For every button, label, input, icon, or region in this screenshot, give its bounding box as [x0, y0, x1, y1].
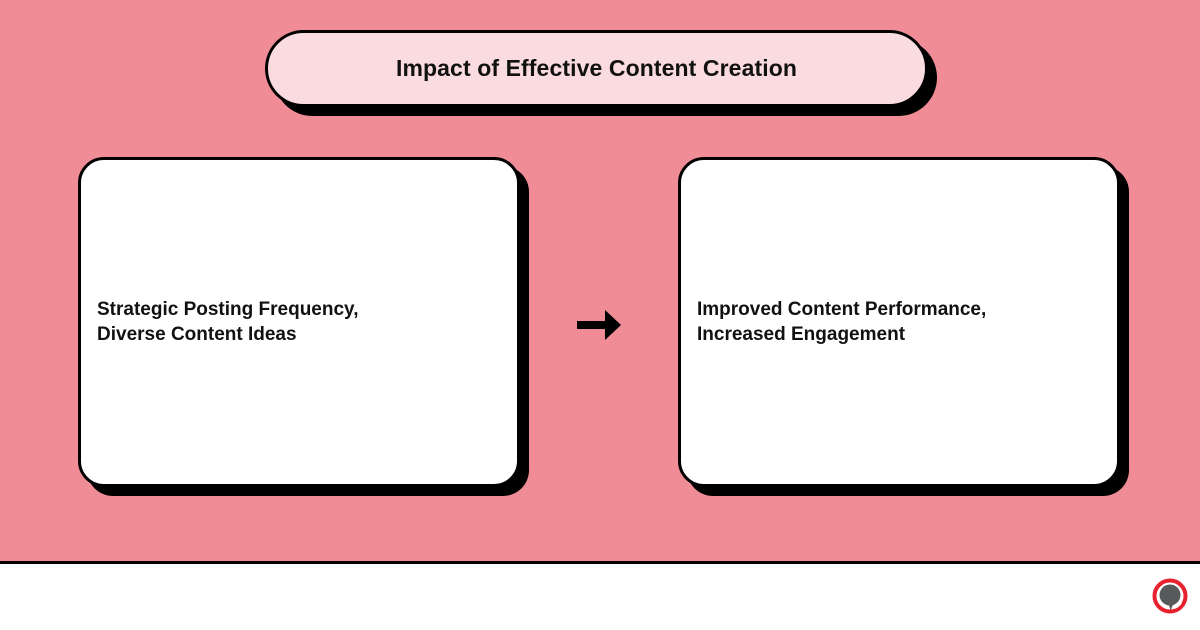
speech-bubble-ring-logo — [1151, 577, 1189, 615]
footer-divider — [0, 561, 1200, 564]
flow-card-effect-label: Improved Content Performance, Increased … — [697, 299, 987, 345]
flow-card-cause: Strategic Posting Frequency, Diverse Con… — [78, 157, 520, 487]
title-pill: Impact of Effective Content Creation — [265, 30, 928, 107]
arrow-right-icon — [566, 296, 632, 354]
page-title: Impact of Effective Content Creation — [395, 54, 798, 81]
flow-card-effect: Improved Content Performance, Increased … — [678, 157, 1120, 487]
flow-card-cause-label: Strategic Posting Frequency, Diverse Con… — [97, 299, 359, 345]
footer-bar — [0, 564, 1200, 630]
